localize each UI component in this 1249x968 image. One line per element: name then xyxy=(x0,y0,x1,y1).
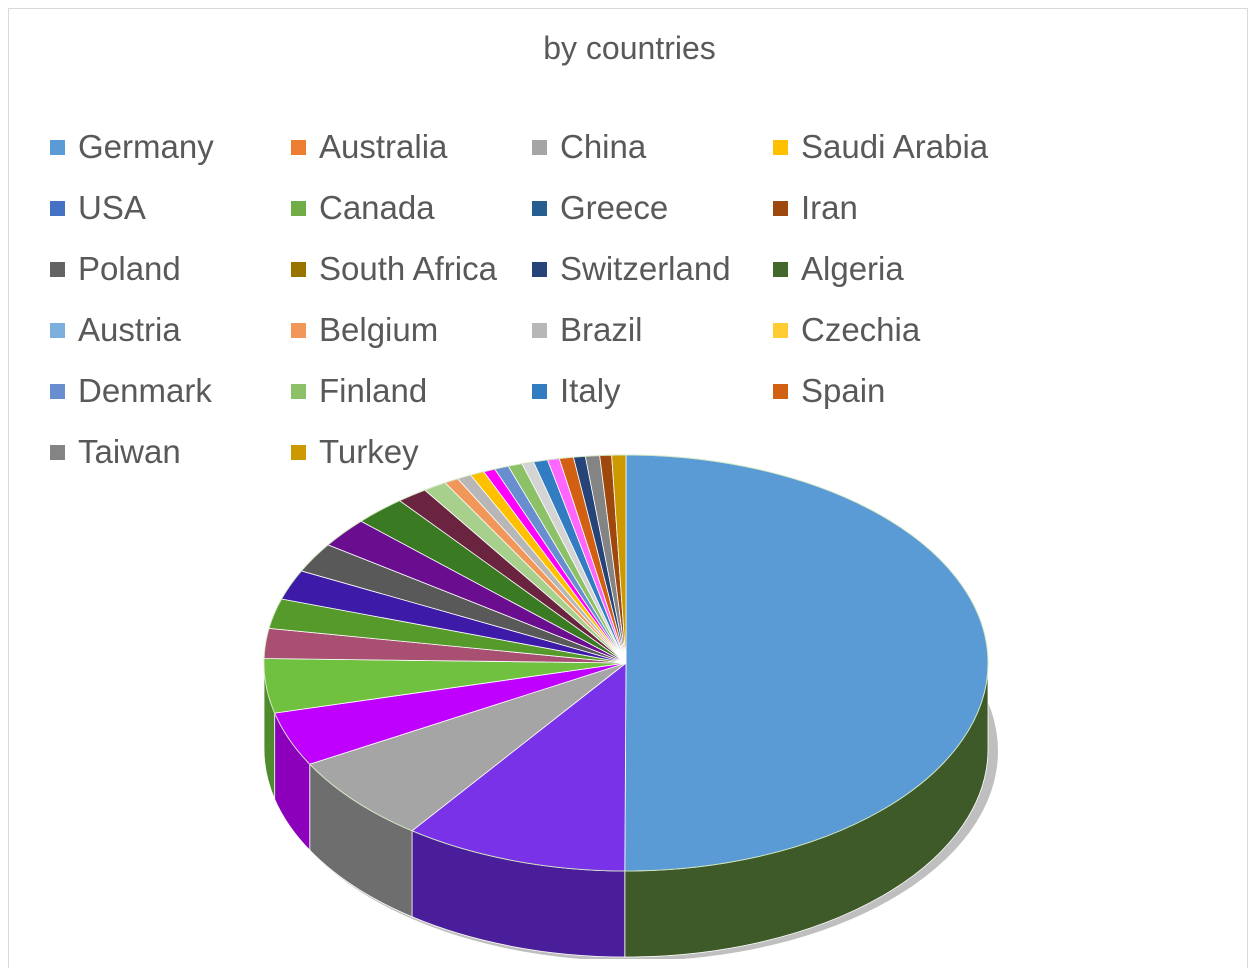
legend-swatch xyxy=(532,322,547,338)
legend-swatch xyxy=(50,200,65,216)
legend-swatch xyxy=(291,261,306,277)
legend-swatch xyxy=(532,139,547,155)
legend-label: Poland xyxy=(78,250,181,287)
legend-label: Turkey xyxy=(319,433,419,470)
legend-swatch xyxy=(50,139,65,155)
legend-label: Saudi Arabia xyxy=(801,128,989,165)
legend-swatch xyxy=(291,139,306,155)
legend-item: Belgium xyxy=(291,305,438,355)
legend-item: Brazil xyxy=(532,305,643,355)
legend-item: Austria xyxy=(50,305,181,355)
pie-sides xyxy=(263,662,989,958)
legend-item: Poland xyxy=(50,244,181,294)
legend-item: Turkey xyxy=(291,427,419,477)
legend-swatch xyxy=(50,444,65,460)
legend-swatch xyxy=(773,200,788,216)
legend-swatch xyxy=(773,139,788,155)
legend-item: Czechia xyxy=(773,305,920,355)
pie-tops xyxy=(263,454,989,872)
legend-label: Czechia xyxy=(801,311,921,348)
legend-swatch xyxy=(532,261,547,277)
legend-item: USA xyxy=(50,183,146,233)
legend-label: Algeria xyxy=(801,250,904,287)
legend-swatch xyxy=(50,383,65,399)
legend-item: Italy xyxy=(532,366,621,416)
legend-label: Brazil xyxy=(560,311,643,348)
legend-item: Taiwan xyxy=(50,427,181,477)
legend-label: USA xyxy=(78,189,146,226)
legend-label: Spain xyxy=(801,372,886,409)
legend-label: China xyxy=(560,128,647,165)
legend-label: Germany xyxy=(78,128,214,165)
legend-item: Saudi Arabia xyxy=(773,122,988,172)
legend-swatch xyxy=(291,200,306,216)
legend-item: Iran xyxy=(773,183,858,233)
legend-label: Finland xyxy=(319,372,428,409)
legend-swatch xyxy=(50,261,65,277)
legend-label: Denmark xyxy=(78,372,212,409)
legend-swatch xyxy=(532,200,547,216)
legend-item: Denmark xyxy=(50,366,212,416)
legend-label: Taiwan xyxy=(78,433,181,470)
pie-rim xyxy=(263,454,989,872)
legend-swatch xyxy=(532,383,547,399)
chart-title: by countries xyxy=(543,30,716,66)
legend-item: Switzerland xyxy=(532,244,731,294)
legend-swatch xyxy=(773,322,788,338)
legend-item: South Africa xyxy=(291,244,497,294)
legend-label: Iran xyxy=(801,189,858,226)
legend-label: Switzerland xyxy=(560,250,731,287)
legend-item: China xyxy=(532,122,646,172)
legend-item: Australia xyxy=(291,122,447,172)
legend-label: Belgium xyxy=(319,311,439,348)
legend-label: Italy xyxy=(560,372,621,409)
legend-item: Algeria xyxy=(773,244,904,294)
legend-item: Canada xyxy=(291,183,435,233)
legend-label: Australia xyxy=(319,128,448,165)
legend-item: Spain xyxy=(773,366,885,416)
legend-swatch xyxy=(50,322,65,338)
legend-swatch xyxy=(291,383,306,399)
legend-swatch xyxy=(291,322,306,338)
legend-swatch xyxy=(291,444,306,460)
legend-swatch xyxy=(773,261,788,277)
legend-item: Greece xyxy=(532,183,668,233)
legend-label: Greece xyxy=(560,189,669,226)
legend-item: Germany xyxy=(50,122,214,172)
legend-label: Canada xyxy=(319,189,435,226)
legend-label: South Africa xyxy=(319,250,497,287)
legend-label: Austria xyxy=(78,311,181,348)
legend-swatch xyxy=(773,383,788,399)
legend-item: Finland xyxy=(291,366,427,416)
